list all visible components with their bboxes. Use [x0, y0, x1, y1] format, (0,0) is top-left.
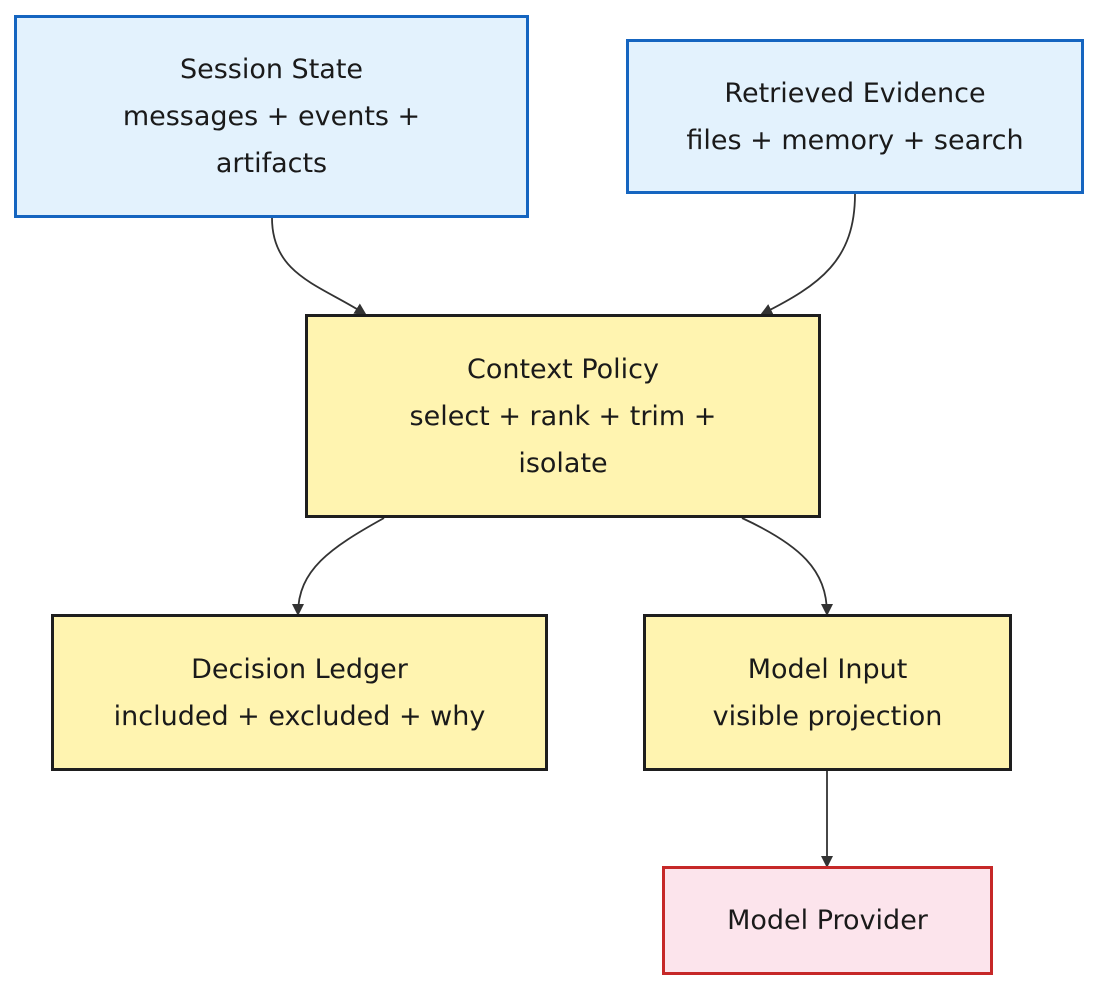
edge-context-policy-to-model-input: [741, 517, 833, 616]
node-context-policy[interactable]: Context Policy select + rank + trim + is…: [305, 314, 821, 518]
edge-session-state-to-context-policy: [271, 217, 367, 316]
node-session-state-line1: messages + events +: [122, 101, 421, 132]
node-retrieved-evidence-line1: files + memory + search: [686, 124, 1024, 156]
node-decision-ledger[interactable]: Decision Ledger included + excluded + wh…: [51, 614, 548, 771]
node-session-state[interactable]: Session State messages + events + artifa…: [14, 15, 529, 218]
node-decision-ledger-line1: included + excluded + why: [113, 700, 486, 732]
node-retrieved-evidence[interactable]: Retrieved Evidence files + memory + sear…: [626, 39, 1084, 194]
edge-retrieved-evidence-to-context-policy: [760, 193, 856, 315]
node-context-policy-line2: isolate: [518, 447, 608, 479]
node-context-policy-title: Context Policy: [466, 353, 660, 385]
node-session-state-line2: artifacts: [215, 148, 328, 179]
node-context-policy-line1: select + rank + trim +: [409, 400, 717, 432]
edge-context-policy-to-decision-ledger: [292, 517, 385, 616]
node-model-input-title: Model Input: [747, 653, 908, 685]
node-model-provider-title: Model Provider: [727, 905, 928, 936]
node-model-input-line1: visible projection: [712, 700, 943, 732]
node-decision-ledger-title: Decision Ledger: [191, 653, 408, 685]
node-retrieved-evidence-title: Retrieved Evidence: [724, 77, 986, 109]
node-session-state-title: Session State: [179, 54, 364, 85]
node-model-provider[interactable]: Model Provider: [662, 866, 993, 975]
node-model-input[interactable]: Model Input visible projection: [643, 614, 1012, 771]
